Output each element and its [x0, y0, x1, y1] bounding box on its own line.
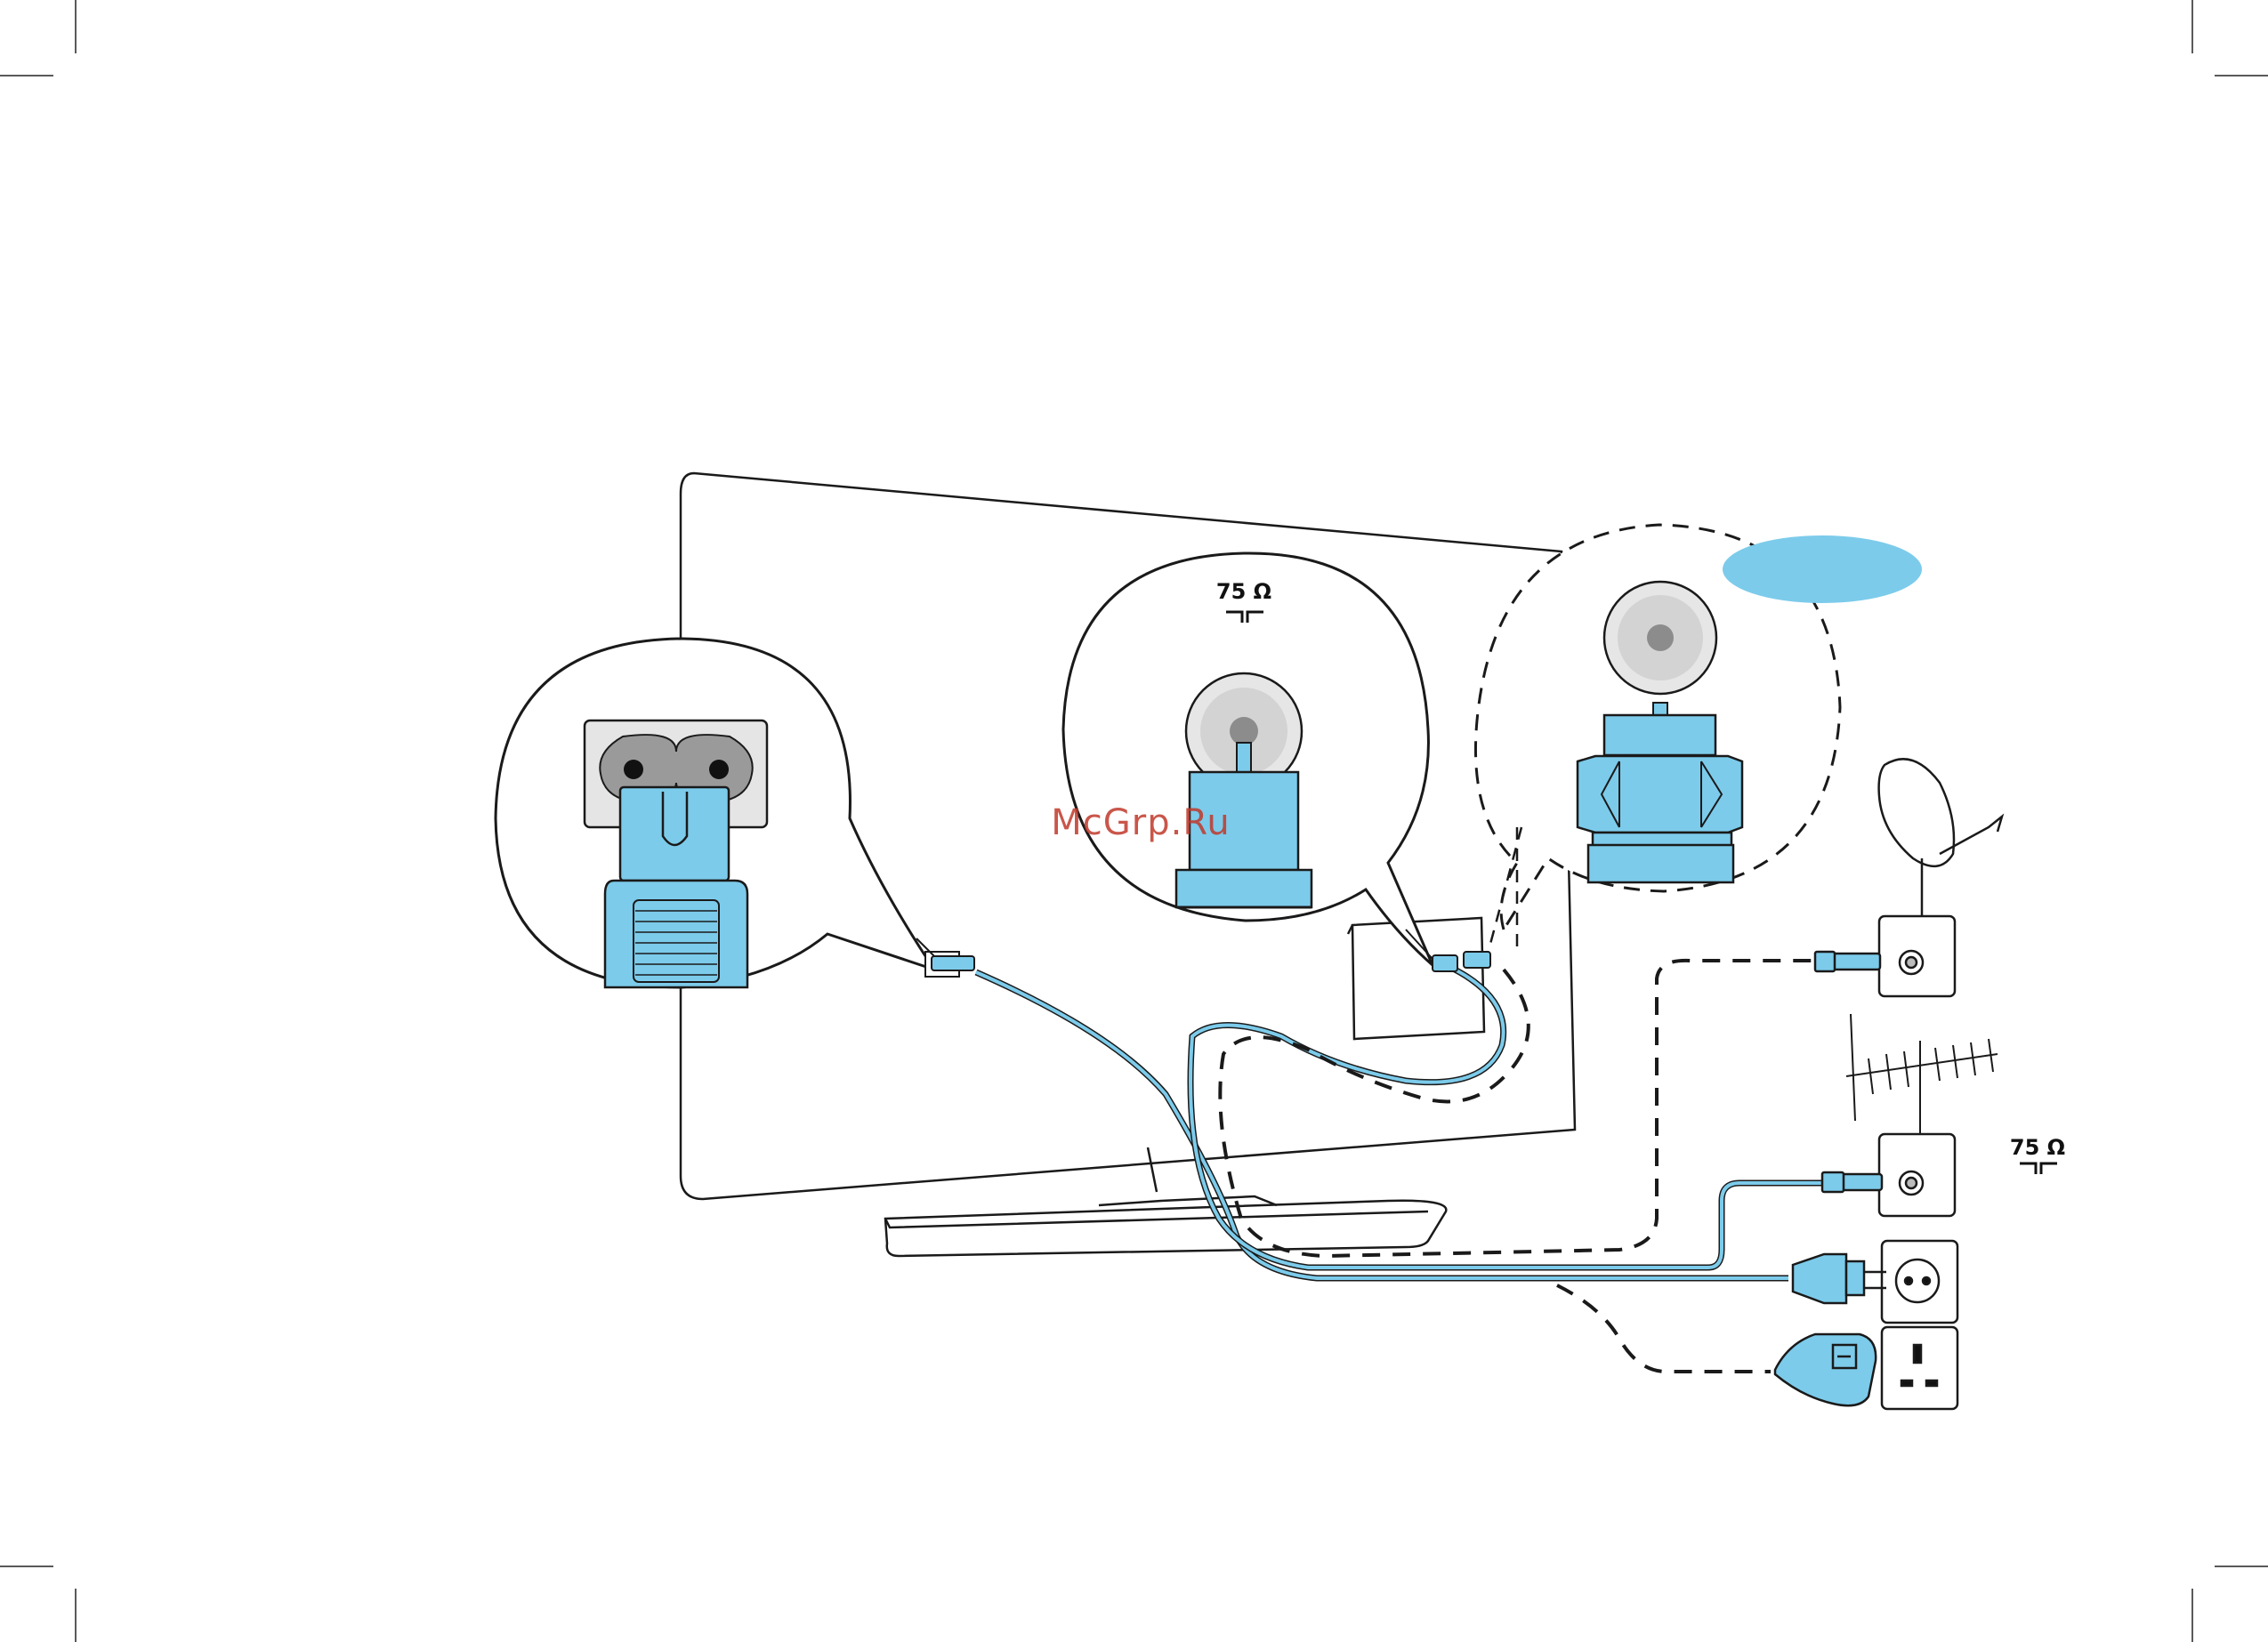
satellite-wall-socket-icon [1815, 916, 1955, 996]
impedance-label-top: 75 Ω [1216, 579, 1271, 604]
uk-plug-icon [1775, 1334, 1876, 1405]
antenna-wall-socket-icon [1822, 1134, 1955, 1216]
power-socket-magnifier [496, 639, 934, 987]
impedance-label-right: 75 Ω [2010, 1135, 2065, 1160]
satellite-dish-icon [1879, 759, 2002, 916]
highlight-badge [1723, 535, 1922, 603]
antenna-icon [1846, 1014, 1998, 1139]
f-connector-magnifier [1475, 525, 1922, 961]
antenna-socket-magnifier: 75 Ω [1063, 553, 1433, 965]
watermark-text: McGrp.Ru [1051, 802, 1230, 843]
eu-wall-socket-icon [1882, 1241, 1957, 1323]
uk-wall-socket-icon [1882, 1327, 1957, 1409]
solid-cables [976, 965, 1828, 1278]
dashed-cables [1220, 961, 1815, 1372]
eu-plug-icon [1793, 1254, 1886, 1303]
connector-symbol-icon [2020, 1163, 2057, 1174]
